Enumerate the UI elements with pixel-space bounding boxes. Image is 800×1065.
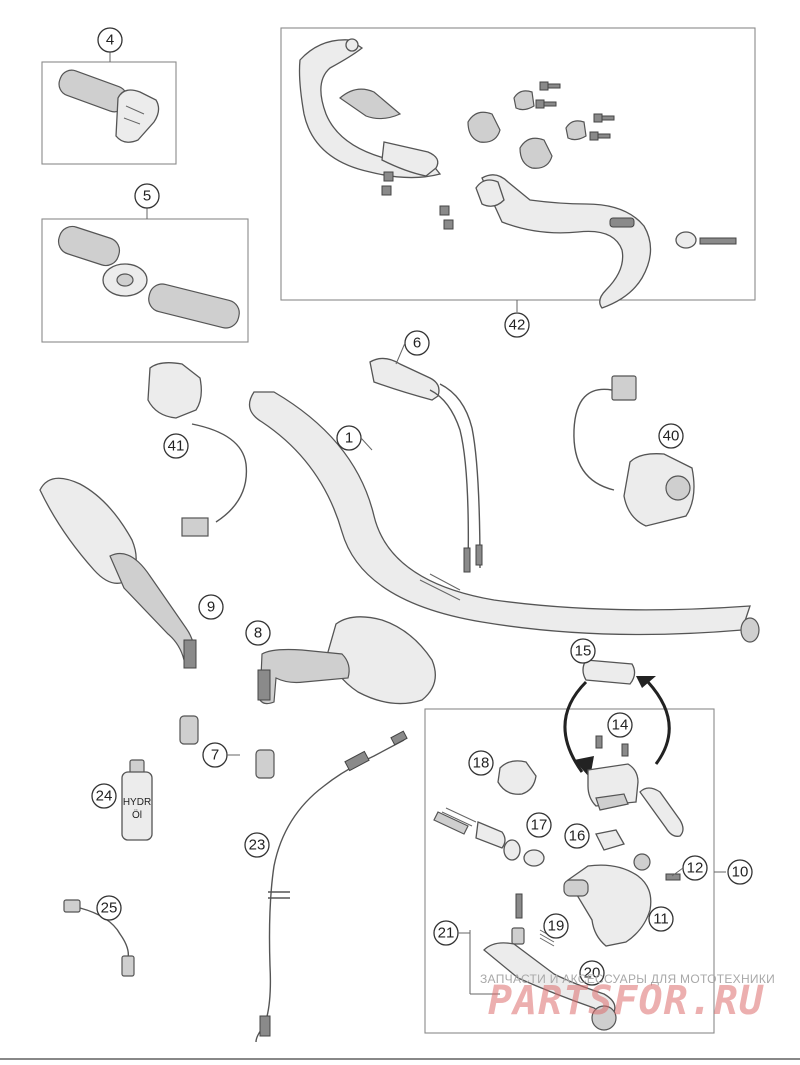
callout-19: 19 [543, 913, 569, 939]
svg-text:20: 20 [584, 965, 601, 982]
svg-text:25: 25 [101, 900, 118, 917]
callout-12: 12 [682, 855, 708, 881]
part-8-mirror-right[interactable] [257, 616, 436, 705]
callout-9: 9 [198, 594, 224, 620]
callout-15: 15 [570, 638, 596, 664]
svg-text:9: 9 [207, 599, 215, 616]
callout-42: 42 [504, 312, 530, 338]
part-42-hand-guard-kit[interactable] [280, 27, 756, 312]
callout-5: 5 [134, 183, 160, 209]
callout-21: 21 [433, 920, 459, 946]
callout-24: 24 [91, 783, 117, 809]
svg-text:5: 5 [143, 188, 151, 205]
callout-11: 11 [648, 906, 674, 932]
watermark-logo: PARTSFOR.RU [488, 978, 764, 1024]
callout-20: 20 [579, 960, 605, 986]
watermark-text: ЗАПЧАСТИ И АКСЕССУАРЫ ДЛЯ МОТОТЕХНИКИ [480, 972, 776, 986]
part-10-master-cylinder-assembly[interactable] [424, 659, 726, 1034]
svg-text:24: 24 [96, 788, 113, 805]
part-6-cable[interactable] [369, 357, 483, 573]
part-24-hydraulic-oil[interactable]: HYDR Öl [121, 759, 153, 841]
svg-text:1: 1 [345, 430, 353, 447]
svg-text:40: 40 [663, 428, 680, 445]
callout-6: 6 [404, 330, 430, 356]
callout-1: 1 [336, 425, 362, 451]
svg-text:11: 11 [653, 911, 669, 928]
callout-25: 25 [96, 895, 122, 921]
leader-lines [227, 342, 684, 934]
part-7-bar-plugs[interactable] [179, 715, 275, 779]
part-4-throttle-grip[interactable] [41, 52, 177, 165]
svg-text:23: 23 [249, 837, 266, 854]
svg-text:12: 12 [687, 860, 704, 877]
part-40-switch[interactable] [573, 375, 695, 527]
svg-text:16: 16 [569, 828, 586, 845]
callout-4: 4 [97, 27, 123, 53]
bottom-divider [0, 1058, 800, 1060]
callout-23: 23 [244, 832, 270, 858]
svg-text:17: 17 [531, 817, 548, 834]
callout-7: 7 [202, 742, 228, 768]
svg-text:19: 19 [548, 918, 565, 935]
svg-text:7: 7 [211, 747, 219, 764]
part-23-throttle-cable[interactable] [255, 730, 408, 1043]
svg-text:6: 6 [413, 335, 421, 352]
callout-40: 40 [658, 423, 684, 449]
part-5-grips[interactable] [41, 208, 249, 343]
svg-text:21: 21 [438, 925, 455, 942]
callout-10: 10 [727, 859, 753, 885]
svg-text:8: 8 [254, 625, 262, 642]
svg-text:4: 4 [106, 32, 114, 49]
oil-label-line1: HYDR [123, 797, 151, 808]
svg-text:42: 42 [509, 317, 526, 334]
callout-8: 8 [245, 620, 271, 646]
callout-41: 41 [163, 433, 189, 459]
svg-text:41: 41 [168, 438, 185, 455]
part-9-mirror-left[interactable] [39, 477, 197, 669]
callout-16: 16 [564, 823, 590, 849]
callout-14: 14 [607, 712, 633, 738]
part-1-handlebar[interactable] [248, 391, 760, 643]
svg-text:14: 14 [612, 717, 629, 734]
part-25-sensor-cable[interactable] [63, 899, 135, 977]
callout-18: 18 [468, 750, 494, 776]
part-41-switch[interactable] [147, 362, 248, 537]
oil-label-line2: Öl [132, 809, 142, 821]
svg-text:10: 10 [732, 864, 749, 881]
svg-text:15: 15 [575, 643, 592, 660]
svg-text:18: 18 [473, 755, 490, 772]
callout-17: 17 [526, 812, 552, 838]
